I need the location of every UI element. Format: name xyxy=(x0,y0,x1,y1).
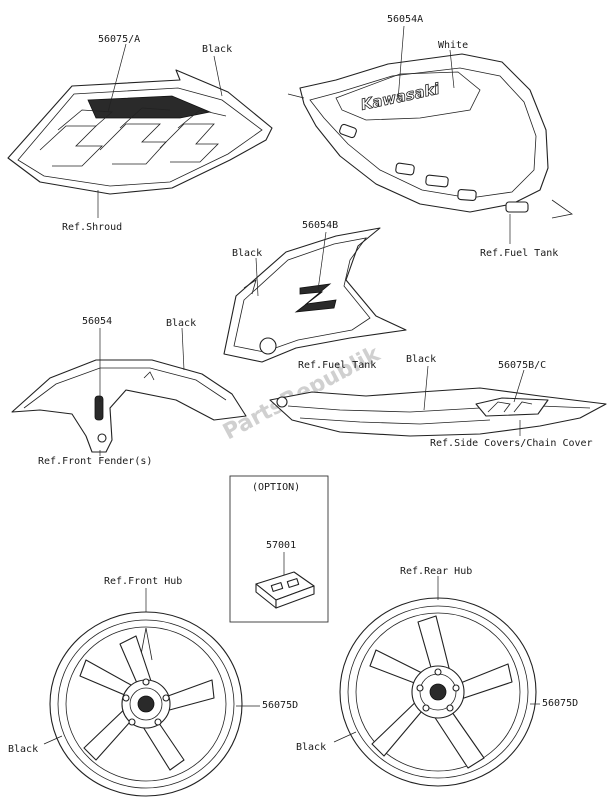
leader-56075bc xyxy=(513,369,525,403)
leader-56054a-color xyxy=(449,49,455,89)
fuel-tank-decal[interactable]: Kawasaki xyxy=(287,53,573,219)
side-decal-56054b[interactable] xyxy=(223,227,407,363)
label-56054: 56054 xyxy=(82,316,112,327)
label-56075bc: 56075B/C xyxy=(498,360,546,371)
option-part-57001[interactable] xyxy=(255,571,315,609)
label-front-part: 56075D xyxy=(262,700,298,711)
leader-56054-color xyxy=(181,327,185,371)
shroud-decal[interactable] xyxy=(7,69,273,195)
label-side-ref: Ref.Side Covers/Chain Cover xyxy=(430,438,593,449)
label-56075a: 56075/A xyxy=(98,34,140,45)
leader-56054b-color xyxy=(255,257,259,297)
label-tank-ref: Ref.Fuel Tank xyxy=(480,248,558,259)
option-box xyxy=(229,475,329,623)
label-56054b-ref: Ref.Fuel Tank xyxy=(298,360,376,371)
front-wheel-stripe[interactable] xyxy=(49,611,243,797)
label-56054b-color: Black xyxy=(232,248,262,259)
label-56075bc-color: Black xyxy=(406,354,436,365)
label-shroud-ref: Ref.Shroud xyxy=(62,222,122,233)
leader-56075bc-color xyxy=(423,365,429,411)
leader-56054b xyxy=(317,231,327,291)
leader-56075a-color xyxy=(213,55,223,97)
leader-56075a xyxy=(107,43,127,113)
label-56054a: 56054A xyxy=(387,14,423,25)
front-fender-decal[interactable] xyxy=(11,359,247,453)
label-option: (OPTION) xyxy=(252,482,300,493)
leader-front-color xyxy=(43,735,63,745)
label-rear-color: Black xyxy=(296,742,326,753)
label-front-hub-ref: Ref.Front Hub xyxy=(104,576,182,587)
label-rear-hub-ref: Ref.Rear Hub xyxy=(400,566,472,577)
rear-wheel-stripe[interactable] xyxy=(339,597,537,787)
label-56054b: 56054B xyxy=(302,220,338,231)
leader-56054a xyxy=(397,25,405,101)
label-56054a-color: White xyxy=(438,40,468,51)
label-57001: 57001 xyxy=(266,540,296,551)
label-56054-color: Black xyxy=(166,318,196,329)
label-front-color: Black xyxy=(8,744,38,755)
label-rear-part: 56075D xyxy=(542,698,578,709)
leader-rear-color xyxy=(333,731,357,743)
label-fender-ref: Ref.Front Fender(s) xyxy=(38,456,152,467)
side-cover-decal[interactable] xyxy=(269,387,607,437)
label-56075a-color: Black xyxy=(202,44,232,55)
